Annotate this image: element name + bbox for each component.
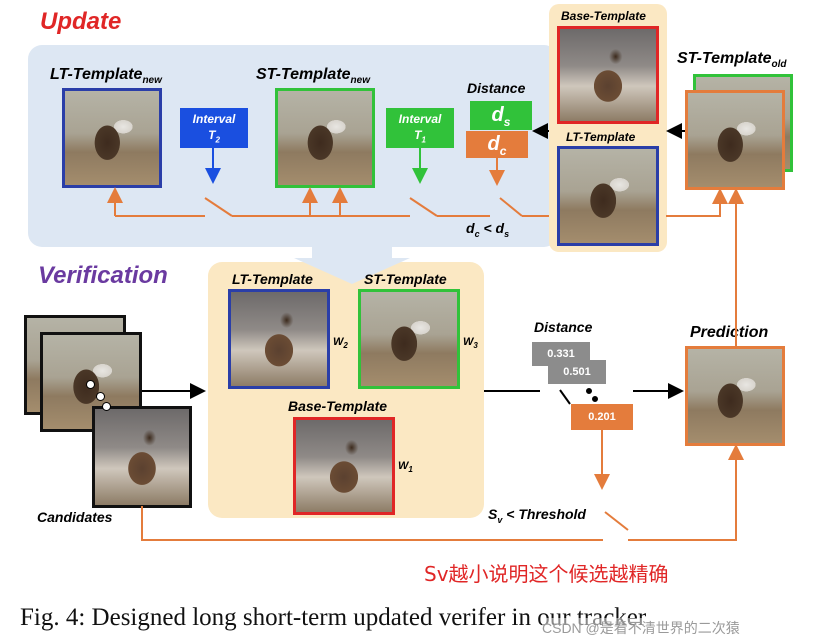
threshold-condition: Sv < Threshold bbox=[488, 506, 586, 525]
distance-ellipsis-dot-1 bbox=[586, 388, 592, 394]
st-template-new-label: ST-Templatenew bbox=[256, 66, 370, 87]
lt-template-new-image bbox=[62, 88, 162, 188]
lt-template-right-image bbox=[557, 146, 659, 246]
interval-t2-label: Interval bbox=[192, 112, 236, 126]
ds-box bbox=[470, 101, 532, 130]
w3-label: W3 bbox=[463, 336, 478, 351]
distance-ellipsis-dot-2 bbox=[592, 396, 598, 402]
verify-base-template-label: Base-Template bbox=[288, 398, 388, 414]
verification-title: Verification bbox=[38, 262, 168, 289]
dc-box bbox=[466, 131, 528, 158]
candidate-point-1 bbox=[86, 380, 95, 389]
figure-caption: Fig. 4: Designed long short-term updated… bbox=[20, 604, 647, 631]
w2-label: W2 bbox=[333, 336, 348, 351]
candidates-label: Candidates bbox=[37, 509, 113, 525]
distance-value-best: 0.201 bbox=[571, 404, 633, 430]
st-template-new-image bbox=[275, 88, 375, 188]
verify-lt-template-label: LT-Template bbox=[232, 271, 313, 287]
interval-t2-symbol: T2 bbox=[208, 128, 220, 145]
interval-t2-box bbox=[180, 108, 248, 148]
st-template-old-label: ST-Templateold bbox=[677, 50, 787, 71]
verify-st-template-image bbox=[358, 289, 460, 389]
interval-t1-box bbox=[386, 108, 454, 148]
dc-label: dc bbox=[487, 133, 507, 158]
candidate-point-2 bbox=[96, 392, 105, 401]
lt-template-new-label: LT-Templatenew bbox=[50, 66, 162, 87]
candidate-image-3 bbox=[92, 406, 192, 508]
update-distance-label: Distance bbox=[467, 80, 526, 96]
st-template-old-image bbox=[685, 90, 785, 190]
dc-less-ds-condition: dc < ds bbox=[466, 220, 510, 239]
verify-lt-template-image bbox=[228, 289, 330, 389]
distance-value-2: 0.501 bbox=[548, 360, 606, 384]
candidate-point-3 bbox=[102, 402, 111, 411]
ds-label: ds bbox=[491, 104, 511, 129]
prediction-label: Prediction bbox=[690, 324, 769, 341]
verify-distance-label: Distance bbox=[534, 319, 593, 335]
update-title: Update bbox=[40, 8, 122, 35]
watermark: CSDN @是看不清世界的二次猿 bbox=[542, 618, 740, 638]
lt-template-right-label: LT-Template bbox=[566, 130, 636, 144]
base-template-top-image bbox=[557, 26, 659, 124]
interval-t1-label: Interval bbox=[398, 112, 442, 126]
annotation-text: Sv越小说明这个候选越精确 bbox=[424, 562, 669, 586]
base-template-top-label: Base-Template bbox=[561, 9, 646, 23]
verify-base-template-image bbox=[293, 417, 395, 515]
interval-t1-symbol: T1 bbox=[414, 128, 426, 145]
w1-label: W1 bbox=[398, 460, 413, 475]
prediction-image bbox=[685, 346, 785, 446]
verify-st-template-label: ST-Template bbox=[364, 271, 447, 287]
